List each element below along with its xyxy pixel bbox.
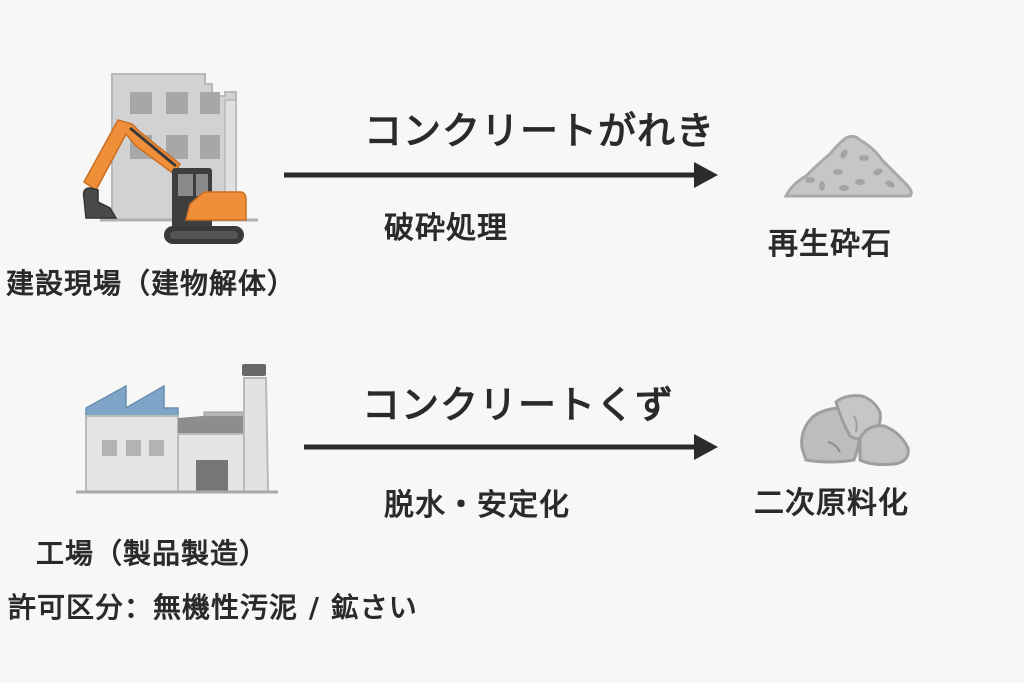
arrow-icon: [284, 162, 718, 188]
arrow-icon: [304, 434, 718, 460]
factory-icon: [76, 364, 278, 494]
product-label: 二次原料化: [754, 486, 909, 521]
permit-note: 許可区分：無機性汚泥 / 鉱さい: [8, 591, 418, 624]
gravel-pile-icon: [783, 134, 913, 198]
demolition-site-icon: [82, 73, 258, 244]
process-label: 破砕処理: [384, 211, 508, 246]
source-label: 建設現場（建物解体）: [6, 267, 297, 300]
material-label: コンクリートくず: [362, 383, 675, 427]
process-label: 脱水・安定化: [384, 488, 570, 523]
material-label: コンクリートがれき: [364, 109, 716, 153]
rock-chunks-icon: [800, 394, 910, 466]
source-label: 工場（製品製造）: [36, 537, 269, 570]
product-label: 再生砕石: [768, 227, 892, 262]
